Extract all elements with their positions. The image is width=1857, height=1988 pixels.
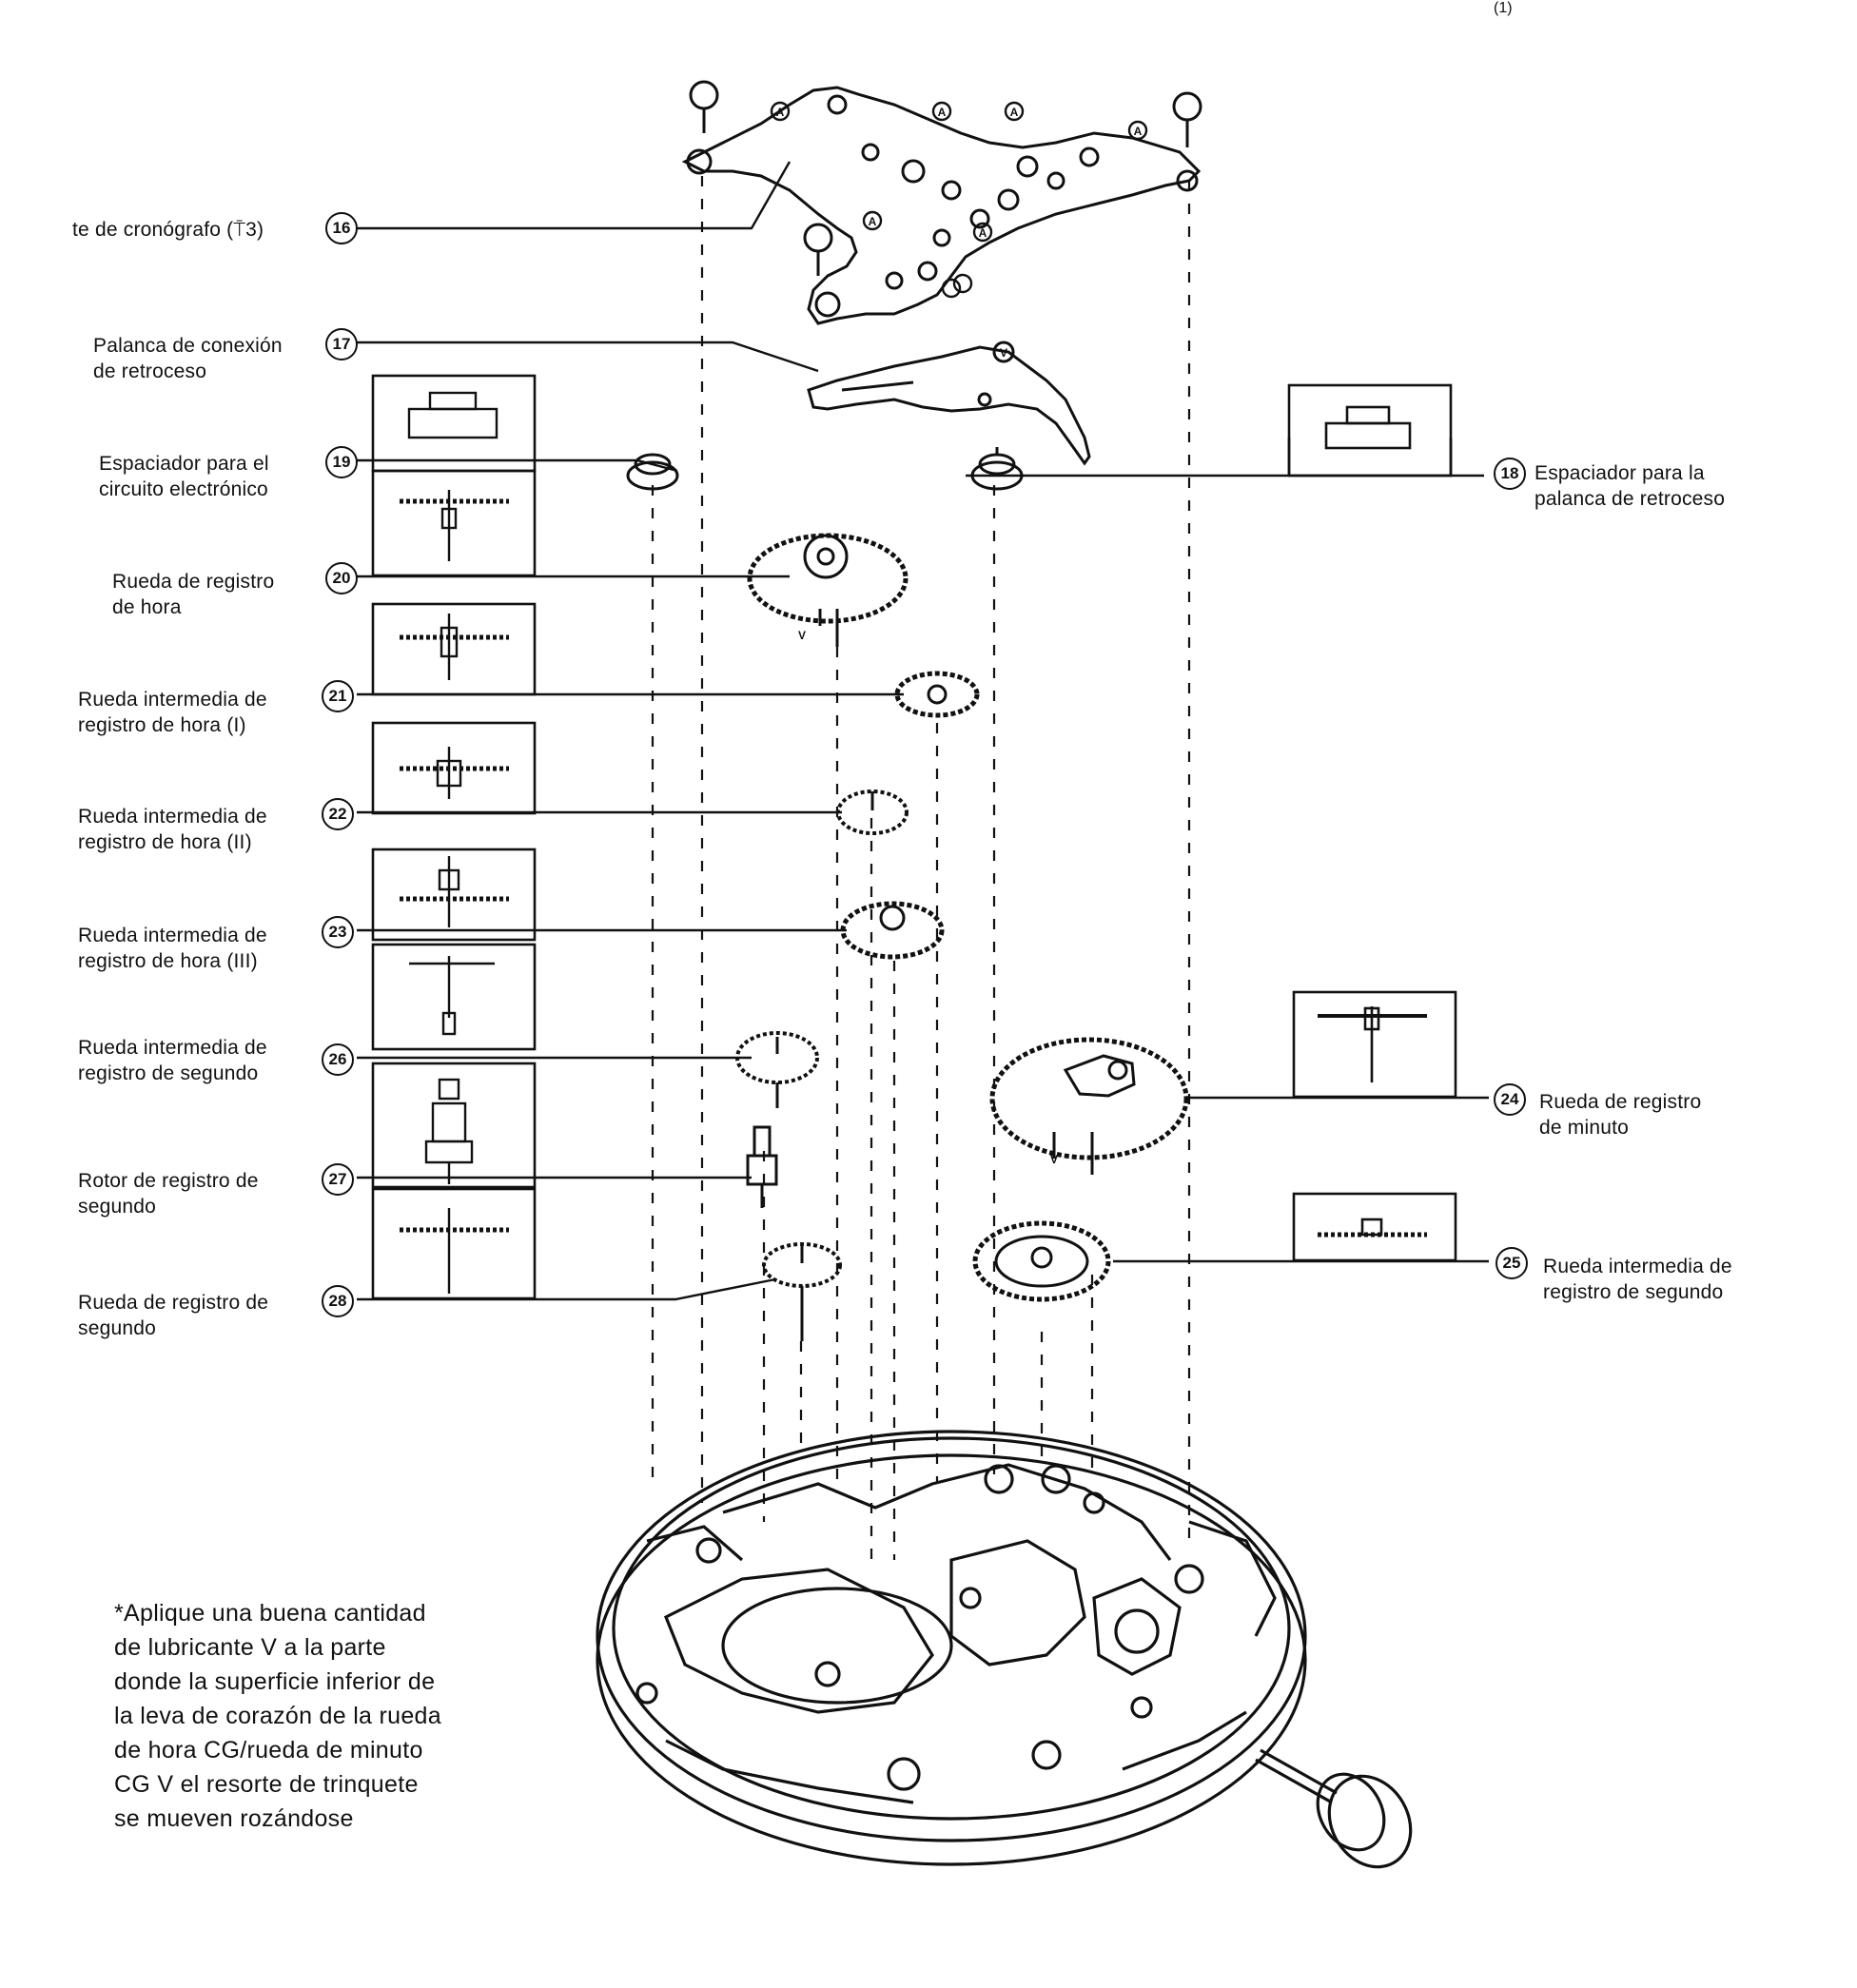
part-18-line-2: palanca de retroceso (1534, 488, 1726, 510)
oil-marker-a-2: A (938, 106, 947, 119)
part-24-label: Rueda de registro de minuto (1539, 1089, 1701, 1140)
seconds-rotor-part-27 (746, 1125, 778, 1208)
bridge-oil-markers (770, 101, 1148, 299)
part-22-label: Rueda intermedia de registro de hora (II… (78, 804, 267, 855)
oil-marker-v-3: V (1050, 1153, 1058, 1166)
part-19-line-2: circuito electrónico (99, 478, 268, 500)
hour-intermediate-wheel-2-part-22 (836, 789, 909, 835)
part-24-line-1: Rueda de registro (1539, 1091, 1702, 1113)
seconds-intermediate-wheel-part-25 (972, 1220, 1111, 1302)
reset-lever-part-17 (807, 341, 1091, 466)
part-22-line-1: Rueda intermedia de (78, 806, 267, 828)
part-18-line-1: Espaciador para la (1534, 462, 1705, 484)
note-line-4: la leva de corazón de la rueda (114, 1703, 441, 1729)
part-25-number: 25 (1495, 1247, 1528, 1279)
part-26-label: Rueda intermedia de registro de segundo (78, 1035, 267, 1086)
note-line-3: donde la superficie inferior de (114, 1668, 436, 1695)
part-25-line-1: Rueda intermedia de (1543, 1256, 1732, 1277)
part-21-label: Rueda intermedia de registro de hora (I) (78, 687, 267, 738)
minute-recording-wheel-part-24 (989, 1037, 1189, 1175)
part-24-line-2: de minuto (1539, 1117, 1630, 1139)
part-16-label: te de cronógrafo (⍑3) (72, 217, 264, 243)
part-26-number: 26 (322, 1043, 354, 1076)
part-26-line-1: Rueda intermedia de (78, 1037, 267, 1059)
note-line-2: de lubricante V a la parte (114, 1634, 386, 1661)
bridge-screws (689, 80, 1202, 276)
oil-marker-v-2: V (798, 629, 806, 642)
oil-marker-a-3: A (1010, 106, 1019, 119)
part-28-label: Rueda de registro de segundo (78, 1290, 268, 1341)
seconds-intermediate-wheel-part-26 (735, 1031, 819, 1108)
part-24-number: 24 (1494, 1083, 1526, 1116)
part-20-label: Rueda de registro de hora (112, 569, 274, 620)
part-27-line-1: Rotor de registro de (78, 1170, 259, 1192)
part-25-label: Rueda intermedia de registro de segundo (1543, 1254, 1732, 1305)
hour-recording-wheel-part-20 (747, 533, 909, 647)
part-18-label: Espaciador para la palanca de retroceso (1534, 460, 1725, 512)
note-line-7: se mueven rozándose (114, 1805, 354, 1832)
part-20-line-2: de hora (112, 596, 182, 618)
part-17-line-2: de retroceso (93, 361, 207, 382)
movement-base (596, 1430, 1307, 1866)
part-18-number: 18 (1494, 458, 1526, 490)
hour-intermediate-wheel-1-part-21 (894, 671, 980, 718)
part-26-line-2: registro de segundo (78, 1062, 259, 1084)
spacer-part-19 (626, 453, 679, 491)
part-23-line-2: registro de hora (III) (78, 950, 258, 972)
alignment-guides (651, 176, 1191, 1560)
part-27-line-2: segundo (78, 1196, 156, 1218)
part-17-label: Palanca de conexión de retroceso (93, 333, 283, 384)
part-23-number: 23 (322, 916, 354, 948)
hour-intermediate-wheel-3-part-23 (840, 901, 945, 960)
part-25-line-2: registro de segundo (1543, 1281, 1724, 1303)
part-23-label: Rueda intermedia de registro de hora (II… (78, 923, 267, 974)
note-line-5: de hora CG/rueda de minuto (114, 1737, 423, 1764)
oil-marker-a-6: A (979, 226, 987, 240)
part-21-line-1: Rueda intermedia de (78, 689, 267, 711)
part-17-number: 17 (325, 328, 358, 361)
corner-mark: (1) (1494, 0, 1513, 16)
detail-boxes-right (1287, 383, 1457, 1262)
oil-marker-v-1: V (1000, 346, 1007, 360)
part-23-line-1: Rueda intermedia de (78, 925, 267, 946)
part-22-line-2: registro de hora (II) (78, 831, 252, 853)
part-28-line-2: segundo (78, 1317, 156, 1339)
part-17-line-1: Palanca de conexión (93, 335, 283, 357)
part-21-number: 21 (322, 680, 354, 712)
oil-marker-a-4: A (1134, 125, 1143, 138)
part-19-label: Espaciador para el circuito electrónico (99, 451, 269, 502)
detail-boxes-left (371, 374, 537, 1300)
part-21-line-2: registro de hora (I) (78, 714, 246, 736)
part-20-line-1: Rueda de registro (112, 571, 275, 593)
part-20-number: 20 (325, 562, 358, 594)
part-22-number: 22 (322, 798, 354, 830)
crown-and-stem (1255, 1748, 1413, 1869)
chronograph-bridge-part-16 (681, 86, 1202, 325)
seconds-recording-wheel-part-28 (762, 1242, 842, 1341)
part-19-line-1: Espaciador para el (99, 453, 269, 475)
part-19-number: 19 (325, 446, 358, 478)
oil-marker-a-5: A (869, 215, 877, 228)
note-line-6: CG V el resorte de trinquete (114, 1771, 419, 1798)
part-28-line-1: Rueda de registro de (78, 1292, 269, 1314)
note-line-1: *Aplique una buena cantidad (114, 1600, 426, 1627)
lubrication-note: *Aplique una buena cantidad de lubricant… (114, 1596, 533, 1836)
spacer-part-18 (970, 447, 1024, 491)
part-16-line-1: te de cronógrafo (⍑3) (72, 219, 264, 241)
leader-lines (357, 161, 1489, 1301)
part-28-number: 28 (322, 1285, 354, 1317)
part-27-label: Rotor de registro de segundo (78, 1168, 259, 1219)
part-27-number: 27 (322, 1163, 354, 1196)
detail-box-icons (400, 391, 509, 1294)
oil-marker-a-1: A (776, 106, 785, 119)
part-16-number: 16 (325, 212, 358, 244)
